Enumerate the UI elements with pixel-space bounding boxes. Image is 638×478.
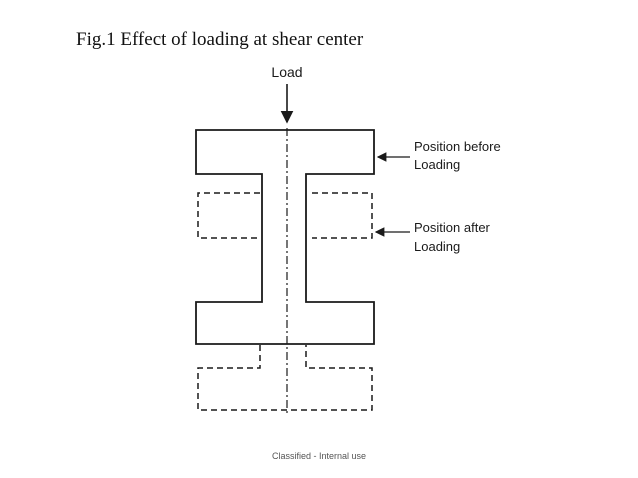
footer-classification: Classified - Internal use (271, 451, 367, 461)
i-beam-original (195, 129, 375, 345)
label-position-before-line1: Position before (414, 139, 501, 154)
label-position-after-line2: Loading (414, 239, 460, 254)
load-label: Load (271, 64, 302, 80)
figure-title: Fig.1 Effect of loading at shear center (76, 29, 364, 50)
displaced-bottom-flange (197, 345, 373, 411)
label-position-after-line1: Position after (414, 220, 491, 235)
displaced-top-flange (197, 192, 373, 239)
label-position-before-line2: Loading (414, 157, 460, 172)
